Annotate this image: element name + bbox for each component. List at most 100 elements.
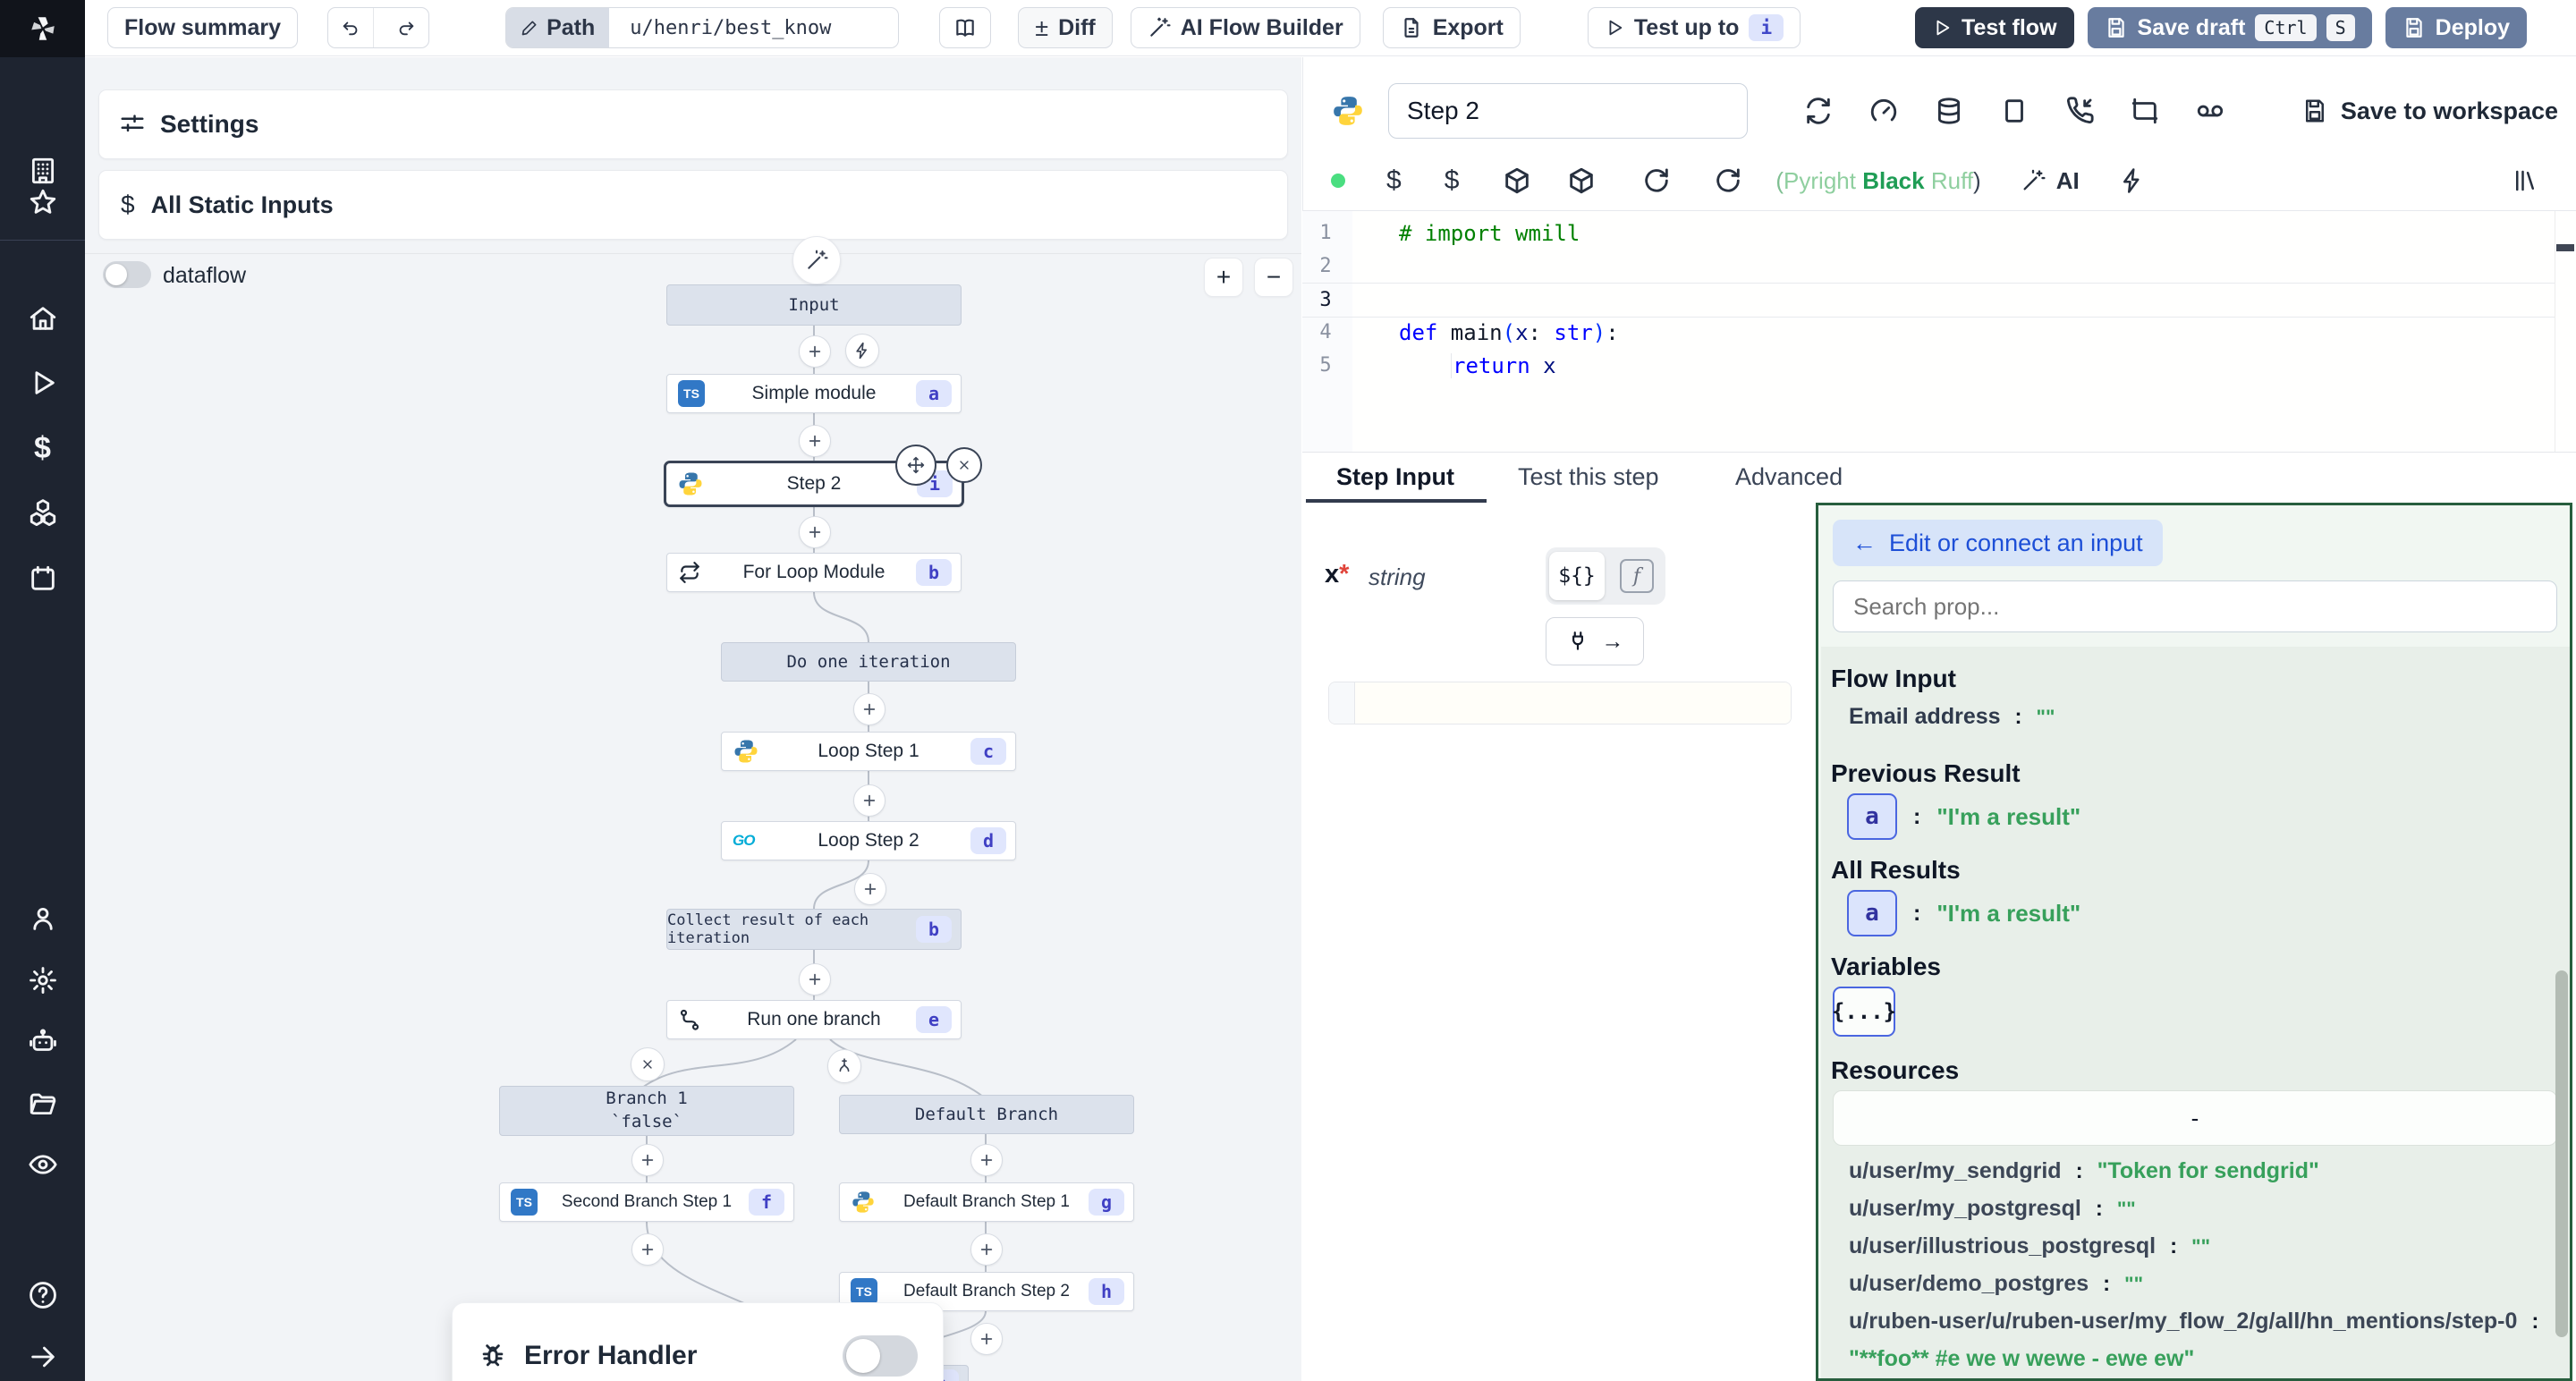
folders-icon[interactable] <box>0 1089 85 1119</box>
resource-row[interactable]: u/user/demo_postgres : "" <box>1849 1271 2143 1297</box>
workspace-icon[interactable] <box>0 156 85 186</box>
node-for-loop-module[interactable]: For Loop Module b <box>666 553 962 592</box>
node-default-branch-step-1[interactable]: Default Branch Step 1 g <box>839 1182 1134 1222</box>
add-step-button[interactable] <box>799 963 831 996</box>
add-step-button[interactable] <box>854 873 886 905</box>
edit-or-connect-button[interactable]: ← Edit or connect an input <box>1833 520 2163 566</box>
node-default-branch[interactable]: Default Branch <box>839 1095 1134 1134</box>
node-loop-step-2[interactable]: GO Loop Step 2 d <box>721 821 1016 860</box>
test-flow-button[interactable]: Test flow <box>1915 7 2074 48</box>
env-dollar-icon[interactable]: $ <box>1386 165 1402 195</box>
node-loop-step-1[interactable]: Loop Step 1 c <box>721 732 1016 771</box>
export-button[interactable]: Export <box>1382 7 1521 48</box>
library-icon[interactable] <box>2512 167 2538 194</box>
diff-button[interactable]: ±Diff <box>1018 7 1113 48</box>
cache-database-icon[interactable] <box>1934 96 1964 126</box>
runs-icon[interactable] <box>0 368 85 398</box>
favorites-star-icon[interactable] <box>0 187 85 217</box>
node-do-one-iteration[interactable]: Do one iteration <box>721 642 1016 682</box>
add-step-button[interactable] <box>631 1144 664 1176</box>
flow-input-row[interactable]: Email address : "" <box>1849 704 2055 730</box>
delete-step-button[interactable] <box>946 447 982 483</box>
add-step-button[interactable] <box>853 693 886 725</box>
zoom-out-button[interactable]: − <box>1254 258 1293 297</box>
error-handler-toggle[interactable] <box>843 1335 918 1377</box>
step-name-input[interactable] <box>1388 83 1748 139</box>
arg-value-input[interactable] <box>1328 682 1792 724</box>
code-editor[interactable]: 1# import wmill 2 3 4 def main(x: str): … <box>1302 211 2576 452</box>
cache-sync-icon[interactable] <box>1803 96 1834 126</box>
package-icon[interactable] <box>1502 165 1532 196</box>
expr-mode-button[interactable]: ${} <box>1549 552 1605 600</box>
add-branch-button[interactable] <box>827 1049 861 1083</box>
panel-scrollbar[interactable] <box>2555 970 2568 1337</box>
all-static-inputs-card[interactable]: $ All Static Inputs <box>98 170 1288 240</box>
variables-icon[interactable]: $ <box>34 431 51 465</box>
ai-wand-circle-button[interactable] <box>792 236 841 284</box>
resource-row[interactable]: u/user/my_sendgrid : "Token for sendgrid… <box>1849 1158 2319 1184</box>
settings-card[interactable]: Settings <box>98 89 1288 159</box>
users-icon[interactable] <box>0 903 85 934</box>
resources-icon[interactable] <box>0 497 85 528</box>
add-step-button[interactable] <box>853 784 886 817</box>
concurrency-gauge-icon[interactable] <box>1868 96 1899 126</box>
reload-icon[interactable] <box>1641 165 1672 196</box>
workers-robot-icon[interactable] <box>0 1027 85 1057</box>
ai-assistant-button[interactable]: AI <box>2021 167 2080 195</box>
path-value-input[interactable]: u/henri/best_know <box>630 16 832 39</box>
all-results-row[interactable]: a : "I'm a result" <box>1847 890 2080 936</box>
settings-gear-icon[interactable] <box>0 965 85 996</box>
window-icon[interactable] <box>1999 96 2029 126</box>
node-collect-result[interactable]: Collect result of each iteration b <box>666 909 962 950</box>
resource-row[interactable]: u/user/my_postgresql : "" <box>1849 1196 2136 1222</box>
save-to-workspace-button[interactable]: Save to workspace <box>2301 97 2558 125</box>
tab-step-input[interactable]: Step Input <box>1336 463 1454 490</box>
var-dollar-icon[interactable]: $ <box>1444 165 1460 195</box>
tab-test-this-step[interactable]: Test this step <box>1518 463 1659 490</box>
variables-chip[interactable]: {...} <box>1832 987 1896 1037</box>
previous-result-row[interactable]: a : "I'm a result" <box>1847 793 2080 840</box>
connect-input-button[interactable]: → <box>1546 617 1644 665</box>
flow-canvas[interactable] <box>85 57 1301 1381</box>
dataflow-toggle[interactable] <box>103 261 151 288</box>
add-step-button[interactable] <box>799 425 831 457</box>
windmill-logo[interactable] <box>0 0 85 57</box>
tab-advanced[interactable]: Advanced <box>1735 463 1843 490</box>
package-icon[interactable] <box>1566 165 1597 196</box>
node-second-branch-step-1[interactable]: TS Second Branch Step 1 f <box>499 1182 794 1222</box>
add-step-button[interactable] <box>799 335 831 368</box>
add-step-button[interactable] <box>631 1233 664 1266</box>
zoom-in-button[interactable]: + <box>1204 258 1243 297</box>
ai-flow-builder-button[interactable]: AI Flow Builder <box>1130 7 1360 48</box>
redo-button[interactable] <box>384 8 428 47</box>
search-prop-input[interactable] <box>1833 580 2557 632</box>
flow-summary-button[interactable]: Flow summary <box>107 7 299 48</box>
sleep-frame-icon[interactable] <box>2130 96 2160 126</box>
trigger-bolt-button[interactable] <box>845 334 879 368</box>
bolt-icon[interactable] <box>2119 167 2146 194</box>
reset-icon[interactable] <box>1713 165 1743 196</box>
resource-row[interactable]: u/ruben-user/u/ruben-user/my_flow_2/g/al… <box>1849 1309 2538 1334</box>
result-id-chip[interactable]: a <box>1847 890 1897 936</box>
node-input[interactable]: Input <box>666 284 962 326</box>
help-icon[interactable] <box>0 1280 85 1310</box>
remove-branch-button[interactable] <box>631 1047 665 1081</box>
add-step-button[interactable] <box>799 516 831 548</box>
result-id-chip[interactable]: a <box>1847 793 1897 840</box>
mock-voicemail-icon[interactable] <box>2195 96 2225 126</box>
move-step-button[interactable] <box>895 445 936 486</box>
resources-filter-input[interactable]: - <box>1833 1090 2557 1146</box>
audit-eye-icon[interactable] <box>0 1149 85 1180</box>
undo-button[interactable] <box>328 8 375 47</box>
path-edit-button[interactable]: Path <box>506 8 610 47</box>
suspend-phone-icon[interactable] <box>2064 96 2095 126</box>
docs-book-button[interactable] <box>939 7 992 48</box>
node-branch-1[interactable]: Branch 1 `false` <box>499 1086 794 1136</box>
schedules-icon[interactable] <box>0 563 85 594</box>
add-step-button[interactable] <box>970 1323 1003 1355</box>
deploy-button[interactable]: Deploy <box>2385 7 2527 48</box>
resource-row[interactable]: u/user/illustrious_postgresql : "" <box>1849 1233 2210 1259</box>
home-icon[interactable] <box>0 303 85 334</box>
add-step-button[interactable] <box>970 1233 1003 1266</box>
